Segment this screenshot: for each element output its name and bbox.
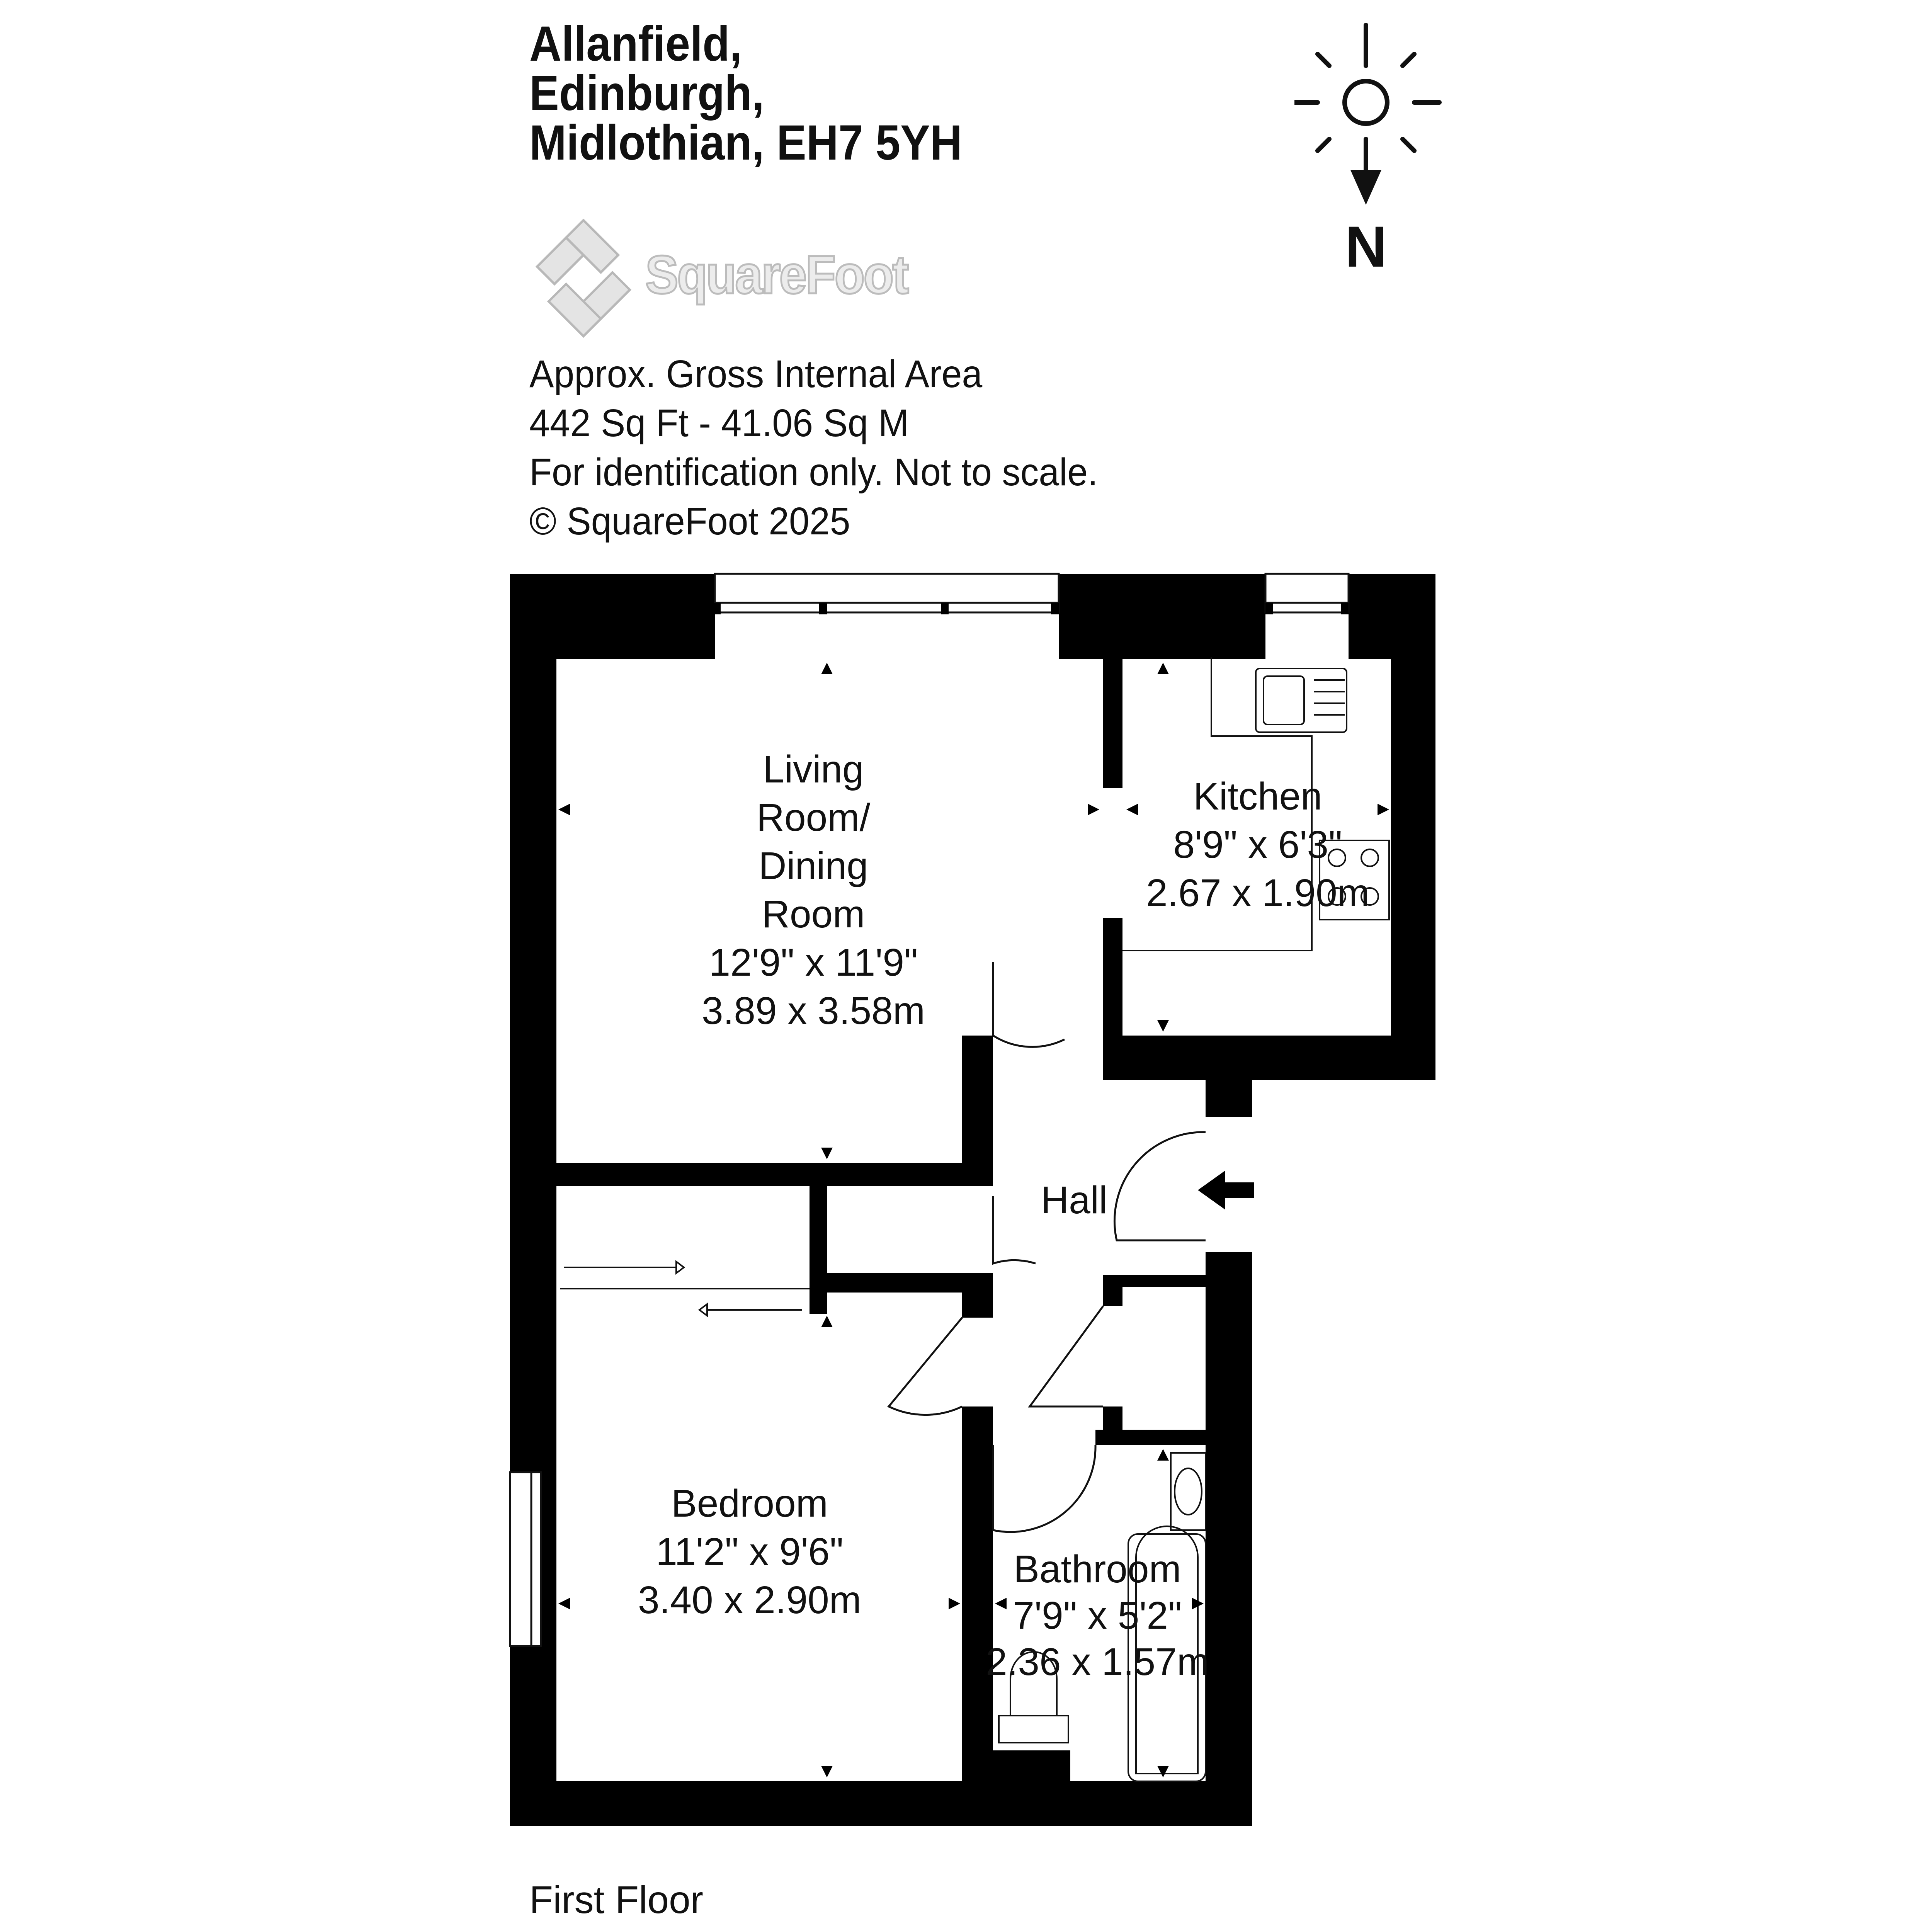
cupboard-door[interactable] — [992, 1196, 1036, 1265]
windows — [509, 573, 1350, 1647]
window-panes — [530, 602, 1349, 1646]
entrance-door[interactable] — [1113, 1131, 1206, 1242]
bedroom-door[interactable] — [887, 1317, 963, 1416]
floor-label: First Floor — [529, 1878, 703, 1922]
store-door[interactable] — [1028, 1305, 1104, 1408]
living-door[interactable] — [992, 962, 1065, 1048]
walls — [510, 574, 1435, 1826]
living-name-2: Room/ — [757, 796, 871, 839]
bathroom-name: Bathroom — [1014, 1548, 1181, 1591]
living-metric: 3.89 x 3.58m — [702, 989, 925, 1032]
living-name-3: Dining — [759, 844, 868, 888]
copyright: © SquareFoot 2025 — [529, 500, 850, 543]
kitchen-name: Kitchen — [1193, 775, 1322, 818]
bedroom-metric: 3.40 x 2.90m — [638, 1578, 861, 1622]
living-name-4: Room — [762, 893, 865, 936]
compass-sun-icon: N — [1294, 23, 1442, 274]
toilet-icon — [998, 1715, 1069, 1743]
dimension-markers — [558, 663, 1389, 1777]
bath-icon — [1128, 1533, 1206, 1782]
hob-icon — [1319, 840, 1390, 920]
property-address: Allanfield, Edinburgh, Midlothian, EH7 5… — [529, 19, 962, 168]
kitchen-window — [1264, 573, 1350, 614]
squarefoot-logo: SquareFoot — [529, 216, 993, 340]
living-name-1: Living — [763, 748, 864, 791]
area-title: Approx. Gross Internal Area — [529, 352, 983, 396]
bathroom-metric: 2.36 x 1.57m — [986, 1640, 1209, 1684]
squarefoot-logo-icon — [535, 218, 632, 338]
doors — [887, 962, 1206, 1533]
basin-icon — [1170, 1452, 1206, 1531]
bedroom-window — [509, 1471, 542, 1647]
hall-name: Hall — [1041, 1179, 1107, 1222]
logo-text: SquareFoot — [645, 243, 910, 306]
bathroom-fittings — [998, 1452, 1206, 1782]
address-line-1: Allanfield, — [529, 16, 742, 71]
bedroom-imperial: 11'2" x 9'6" — [656, 1530, 843, 1573]
area-info: Approx. Gross Internal Area 442 Sq Ft - … — [529, 350, 1098, 546]
bathroom-imperial: 7'9" x 5'2" — [1013, 1594, 1182, 1637]
sink-icon — [1255, 668, 1347, 733]
address-line-2: Edinburgh, — [529, 66, 764, 121]
living-window — [714, 573, 1060, 614]
entrance-arrow-icon — [1198, 1171, 1254, 1209]
area-value: 442 Sq Ft - 41.06 Sq M — [529, 401, 909, 445]
bedroom-name: Bedroom — [671, 1482, 828, 1525]
north-arrow-icon — [1350, 170, 1381, 205]
address-line-3: Midlothian, EH7 5YH — [529, 115, 963, 170]
room-labels: Living Room/ Dining Room 12'9" x 11'9" 3… — [638, 748, 1369, 1684]
kitchen-imperial: 8'9" x 6'3" — [1173, 823, 1342, 866]
north-label: N — [1345, 214, 1387, 274]
wardrobe-slider — [560, 1260, 810, 1317]
kitchen-fittings — [1122, 657, 1390, 951]
living-imperial: 12'9" x 11'9" — [709, 941, 918, 984]
window-mullions — [713, 603, 1349, 614]
bathroom-door[interactable] — [992, 1445, 1097, 1533]
kitchen-metric: 2.67 x 1.90m — [1146, 871, 1369, 915]
disclaimer: For identification only. Not to scale. — [529, 451, 1098, 494]
